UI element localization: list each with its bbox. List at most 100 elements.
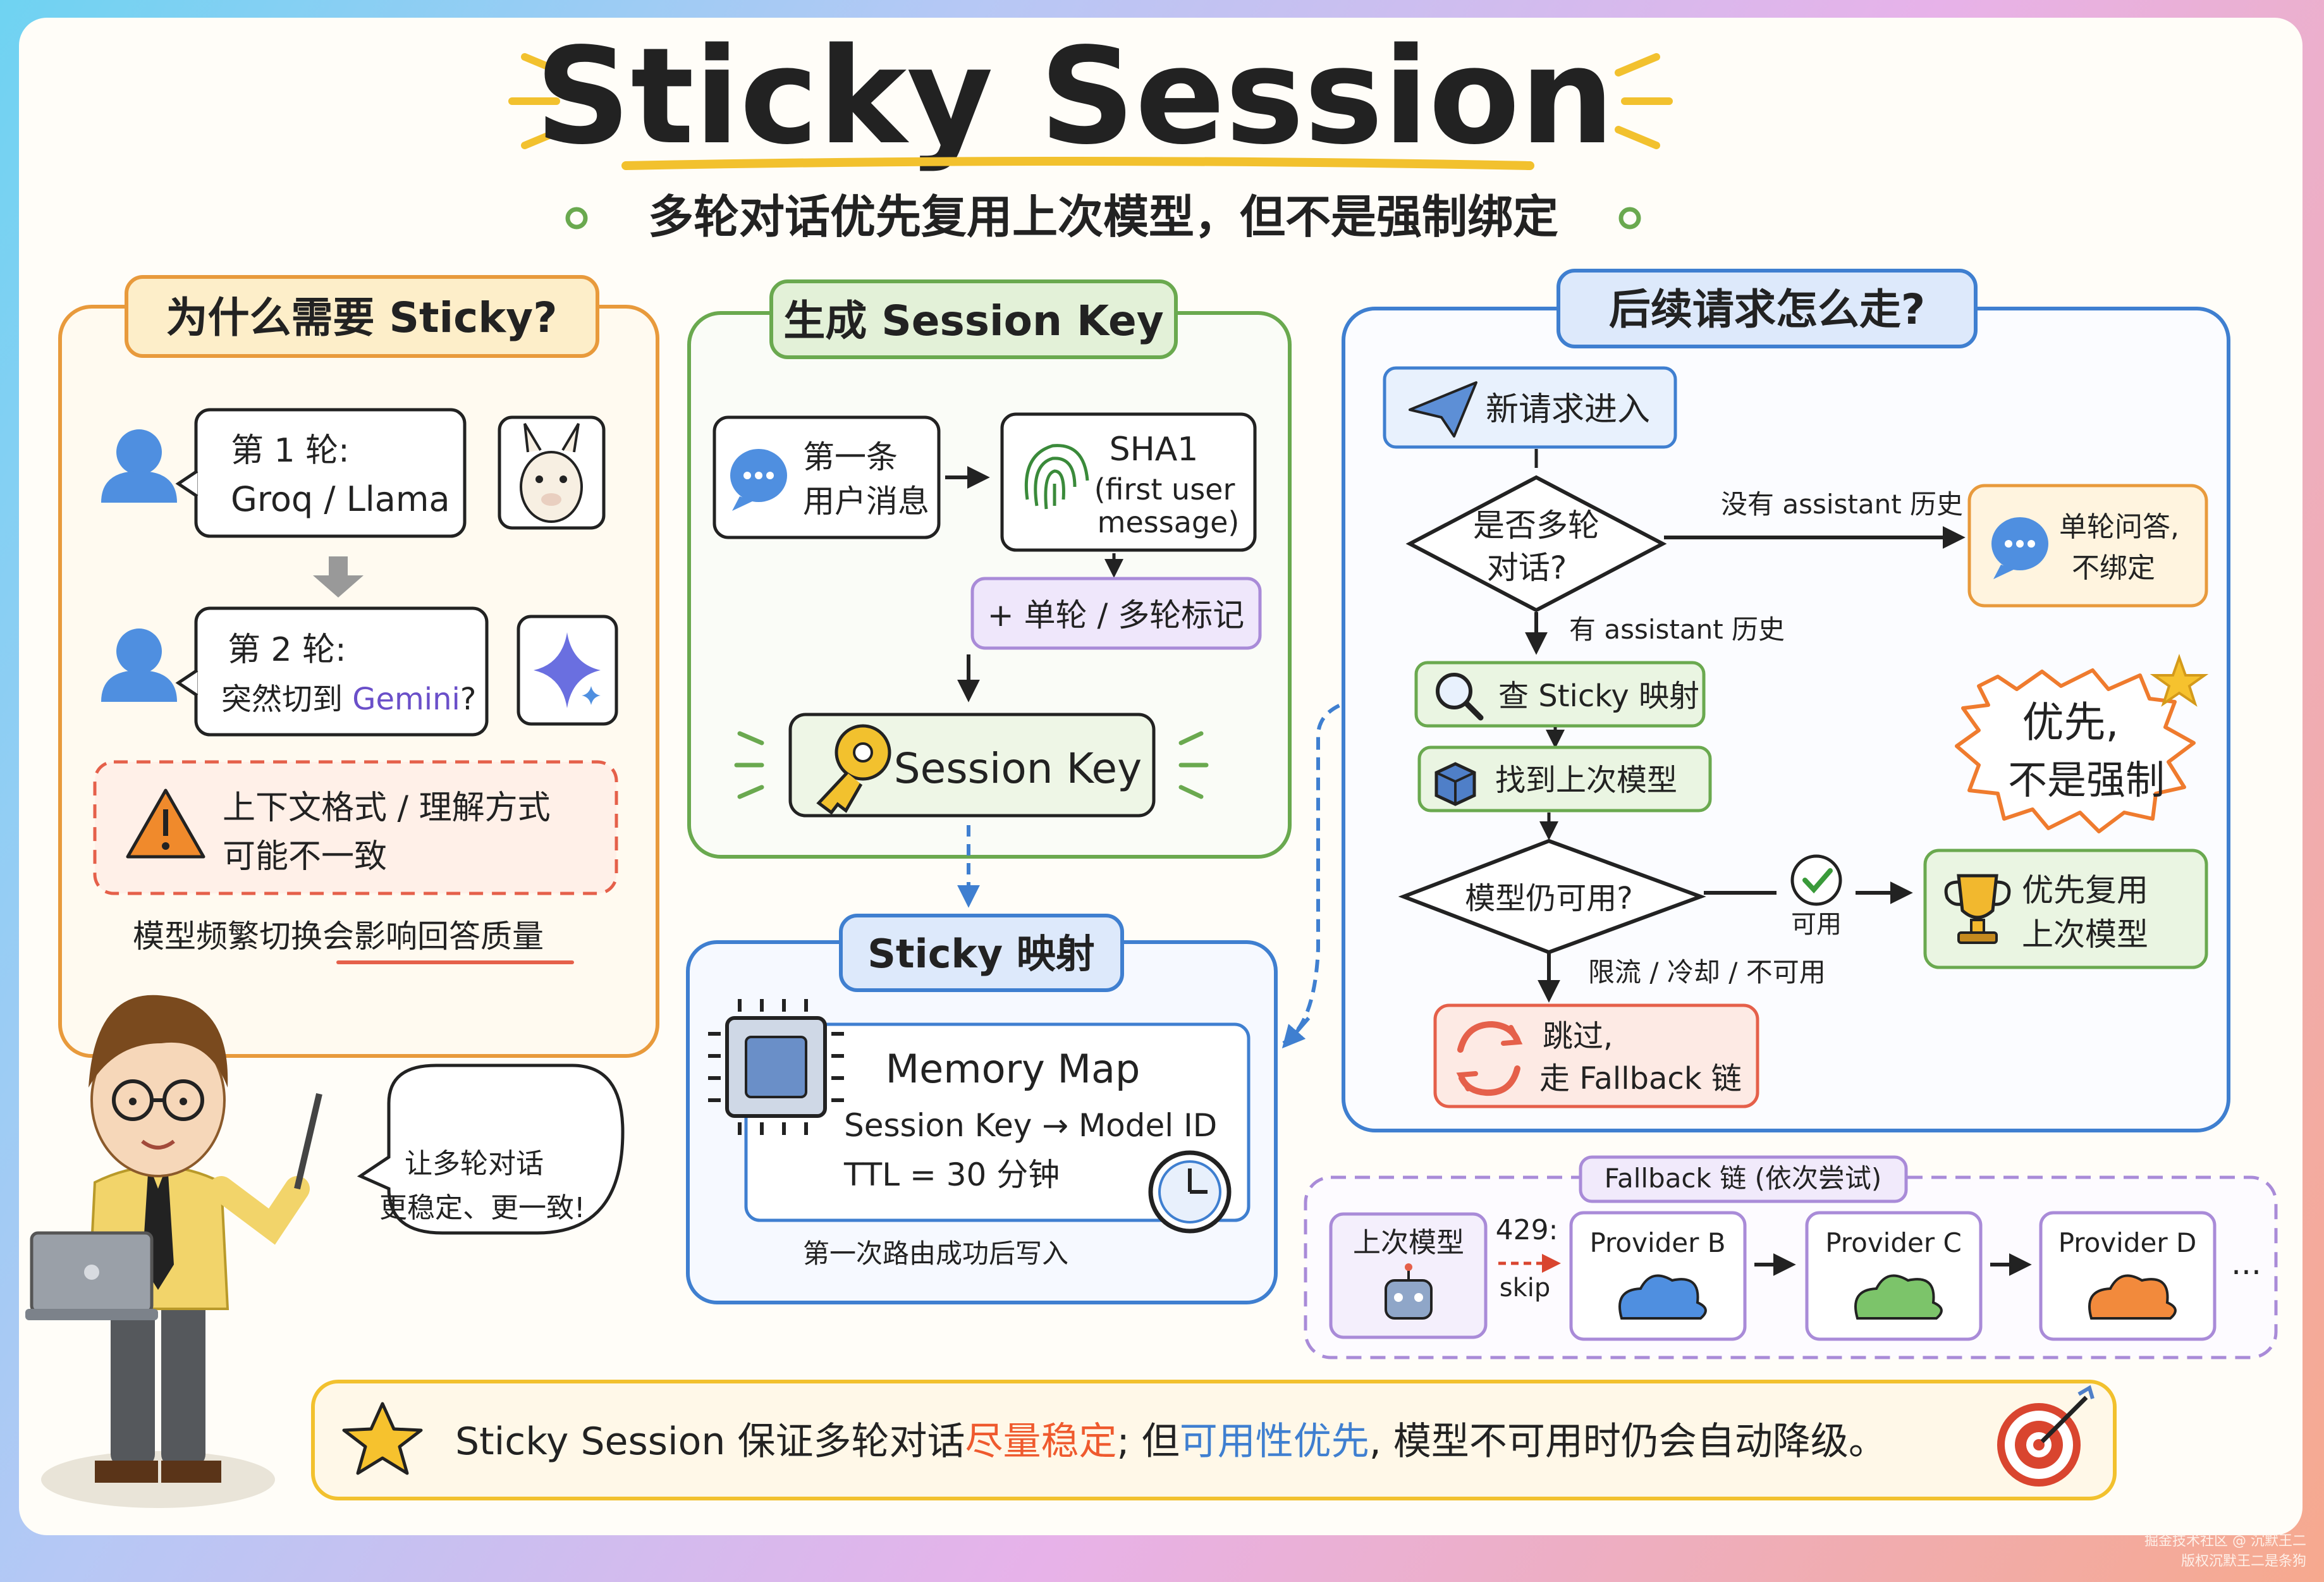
found-model-label: 找到上次模型 <box>1495 763 1677 798</box>
chip-icon <box>708 999 844 1135</box>
turn1-label: 第 1 轮: <box>231 432 350 470</box>
decision1-line1: 是否多轮 <box>1473 507 1599 544</box>
memory-map-line1: Session Key → Model ID <box>844 1107 1217 1144</box>
subtitle-dot-left <box>565 207 588 230</box>
sha1-title: SHA1 <box>1110 431 1199 469</box>
session-key-label: Session Key <box>894 744 1142 793</box>
provider-d-label: Provider D <box>2058 1227 2197 1258</box>
limited-label: 限流 / 冷却 / 不可用 <box>1588 957 1826 988</box>
decision1-line2: 对话? <box>1487 549 1567 586</box>
summary-emph-stable: 尽量稳定 <box>965 1420 1116 1464</box>
flow-heading-tab <box>1556 269 1978 348</box>
new-request-label: 新请求进入 <box>1486 391 1650 429</box>
trophy-icon <box>1944 874 2011 944</box>
no-history-label: 没有 assistant 历史 <box>1721 489 1963 520</box>
single-turn-box <box>1967 484 2208 608</box>
clock-icon <box>1148 1150 1232 1234</box>
fallback-heading: Fallback 链 (依次尝试) <box>1605 1163 1882 1194</box>
sticky-heading-tab <box>839 914 1124 992</box>
turn2-model: Gemini <box>352 682 460 717</box>
error-action: skip <box>1500 1273 1551 1303</box>
available-label: 可用 <box>1791 910 1842 939</box>
cloud-green-icon <box>1854 1274 1943 1320</box>
title-sparkles-left <box>508 53 566 149</box>
cube-icon <box>1434 762 1476 806</box>
single-turn-line1: 单轮问答, <box>2059 511 2179 543</box>
summary-text: Sticky Session 保证多轮对话尽量稳定; 但可用性优先, 模型不可用… <box>455 1420 1887 1464</box>
first-message-line1: 第一条 <box>803 439 898 475</box>
memory-map-box <box>744 1022 1251 1222</box>
sticky-note: 第一次路由成功后写入 <box>803 1238 1068 1269</box>
speech-line2: 更稳定、更一致! <box>379 1192 585 1224</box>
turn2-text: 突然切到 Gemini? <box>221 682 476 717</box>
warning-line1: 上下文格式 / 理解方式 <box>223 789 551 827</box>
title-sparkles-right <box>1615 53 1673 149</box>
lookup-label: 查 Sticky 映射 <box>1498 678 1699 714</box>
gen-heading-tab <box>769 279 1178 359</box>
flow-heading: 后续请求怎么走? <box>1609 285 1925 334</box>
target-icon <box>1997 1385 2095 1487</box>
llama-icon <box>498 415 606 530</box>
subtitle: 多轮对话优先复用上次模型，但不是强制绑定 <box>648 190 1558 243</box>
reuse-line2: 上次模型 <box>2022 916 2148 953</box>
fallback-more: ... <box>2231 1245 2261 1282</box>
turn2-suffix: ? <box>460 682 476 717</box>
star-icon <box>2150 654 2209 707</box>
chat-bubble-icon <box>1991 517 2048 579</box>
turn2-prefix: 突然切到 <box>221 682 352 717</box>
reuse-line1: 优先复用 <box>2022 872 2148 909</box>
check-icon <box>1790 854 1842 906</box>
user-icon <box>101 629 177 702</box>
watermark-line2: 版权沉默王二是条狗 <box>2180 1554 2306 1569</box>
sha1-line2: (first user <box>1094 472 1235 506</box>
warning-box <box>93 760 618 895</box>
cloud-orange-icon <box>2088 1274 2177 1320</box>
warning-line2: 可能不一致 <box>223 838 387 876</box>
multi-turn-decision <box>1405 475 1667 613</box>
first-message-box <box>712 415 941 539</box>
summary-emph-availability: 可用性优先 <box>1180 1420 1369 1464</box>
skip-fallback-box <box>1433 1003 1759 1108</box>
multi-turn-flag: + 单轮 / 多轮标记 <box>988 597 1244 634</box>
speech-bubble <box>357 1064 625 1235</box>
speech-line1: 让多轮对话 <box>405 1148 544 1180</box>
fallback-heading-tab <box>1579 1155 1908 1203</box>
sticky-heading: Sticky 映射 <box>867 931 1095 977</box>
turn-down-arrow <box>313 556 364 598</box>
page-title: Sticky Session <box>535 19 1614 174</box>
magnifier-icon <box>1436 673 1484 721</box>
last-model-label: 上次模型 <box>1353 1227 1464 1259</box>
priority-line2: 不是强制 <box>2008 757 2165 803</box>
star-icon <box>342 1402 423 1475</box>
memory-map-title: Memory Map <box>886 1046 1141 1092</box>
decision2-label: 模型仍可用? <box>1465 881 1632 916</box>
why-heading-tab <box>125 275 599 358</box>
sha1-box <box>1000 412 1257 552</box>
priority-badge <box>1955 668 2196 833</box>
chat-bubble-icon <box>730 449 787 511</box>
sticky-link-arrowhead-left <box>1281 1017 1311 1049</box>
watermark: 掘金技术社区 @ 沉默王二 版权沉默王二是条狗 <box>2144 1531 2306 1572</box>
provider-c-label: Provider C <box>1825 1227 1962 1258</box>
provider-b-label: Provider B <box>1589 1227 1725 1258</box>
skip-line1: 跳过, <box>1543 1019 1613 1054</box>
subtitle-dot-right <box>1618 207 1641 230</box>
sha1-line3: message) <box>1098 505 1240 539</box>
gemini-sparkle-icon <box>517 615 618 726</box>
turn1-model: Groq / Llama <box>231 479 450 519</box>
available-decision <box>1398 838 1706 955</box>
single-turn-line2: 不绑定 <box>2072 552 2155 584</box>
has-history-label: 有 assistant 历史 <box>1569 614 1785 645</box>
turn2-label: 第 2 轮: <box>228 631 346 669</box>
key-icon <box>816 724 891 815</box>
watermark-line1: 掘金技术社区 @ 沉默王二 <box>2144 1533 2306 1549</box>
first-message-line2: 用户消息 <box>803 483 929 520</box>
warning-icon <box>126 788 205 859</box>
cloud-blue-icon <box>1618 1274 1707 1320</box>
refresh-icon <box>1456 1021 1523 1096</box>
multi-turn-flag-box <box>970 577 1262 650</box>
summary-box <box>311 1380 2117 1500</box>
user-icon <box>101 429 177 503</box>
teacher-avatar <box>25 995 322 1508</box>
